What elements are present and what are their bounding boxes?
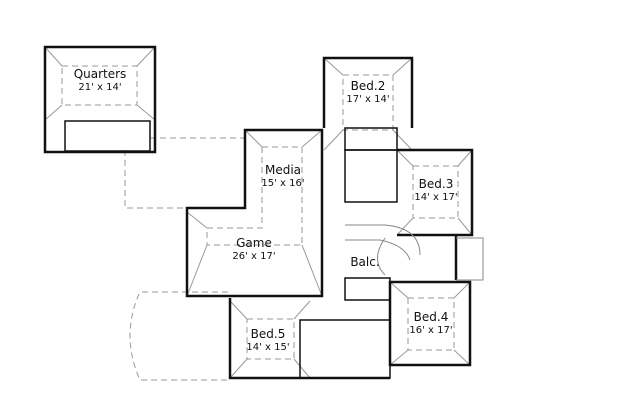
room-dimensions: 26' x 17' (232, 250, 276, 262)
room-dimensions: 21' x 14' (78, 81, 122, 93)
room-name: Game (236, 236, 272, 250)
room-label-bed5: Bed.5 14' x 15' (228, 327, 308, 353)
room-name: Media (264, 163, 302, 177)
room-dimensions: 14' x 17' (414, 191, 458, 203)
room-name: Bed.4 (413, 310, 449, 324)
room-label-bed4: Bed.4 16' x 17' (391, 310, 471, 336)
room-label-game: Game 26' x 17' (214, 236, 294, 262)
room-label-bed2: Bed.2 17' x 14' (328, 79, 408, 105)
room-label-quarters: Quarters 21' x 14' (60, 67, 140, 93)
room-name: Balc. (350, 255, 380, 269)
room-dimensions: 14' x 15' (246, 341, 290, 353)
room-label-balc: Balc. (340, 255, 390, 270)
room-name: Quarters (73, 67, 127, 81)
room-label-bed3: Bed.3 14' x 17' (396, 177, 476, 203)
room-dimensions: 15' x 16' (261, 177, 305, 189)
room-name: Bed.5 (250, 327, 286, 341)
room-name: Bed.3 (418, 177, 454, 191)
room-dimensions: 17' x 14' (346, 93, 390, 105)
room-dimensions: 16' x 17' (409, 324, 453, 336)
room-name: Bed.2 (350, 79, 386, 93)
room-label-media: Media 15' x 16' (243, 163, 323, 189)
